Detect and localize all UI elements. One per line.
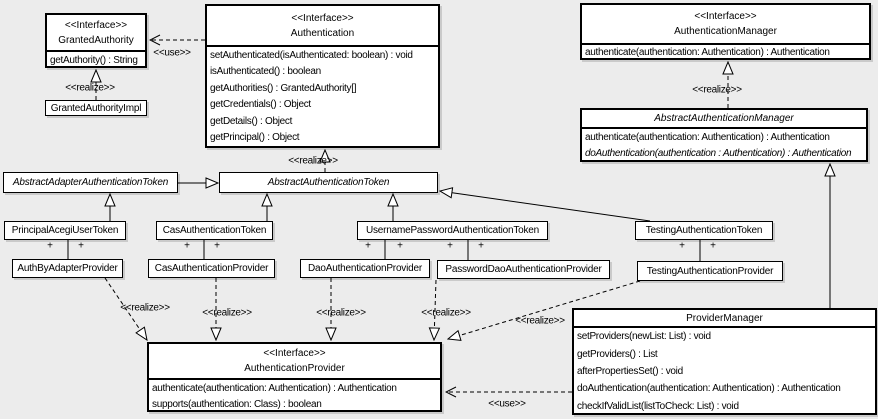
class-box-cas-authentication-provider[interactable]: CasAuthenticationProvider — [148, 259, 275, 278]
method-label: checkIfValidList(listToCheck: List) : vo… — [577, 400, 739, 412]
method-label: getDetails() : Object — [210, 115, 293, 127]
class-box-abstract-authentication-token[interactable]: AbstractAuthenticationToken — [219, 172, 438, 193]
stereotype-label: <<Interface>> — [694, 11, 757, 22]
association-end-label: + — [184, 240, 190, 252]
class-name: AuthenticationProvider — [244, 363, 345, 374]
class-name: GrantedAuthority — [58, 34, 134, 46]
method-label: authenticate(authentication: Authenticat… — [585, 131, 830, 143]
class-name: AbstractAuthenticationManager — [654, 113, 794, 124]
association-end-label: + — [679, 240, 685, 252]
stereotype-label: <<Interface>> — [64, 19, 128, 31]
method-label: doAuthentication(authentication : Authen… — [585, 148, 852, 160]
method-label: authenticate(authentication: Authenticat… — [585, 47, 830, 58]
association-end-label: + — [47, 240, 53, 252]
class-box-dao-authentication-provider[interactable]: DaoAuthenticationProvider — [300, 259, 430, 278]
class-box-password-dao-authentication-provider[interactable]: PasswordDaoAuthenticationProvider — [437, 260, 610, 279]
class-name: GrantedAuthorityImpl — [50, 102, 142, 114]
class-box-cas-authentication-token[interactable]: CasAuthenticationToken — [156, 221, 273, 240]
method-label: afterPropertiesSet() : void — [577, 365, 683, 377]
association-end-label: + — [78, 240, 84, 252]
class-box-abstract-adapter-authentication-token[interactable]: AbstractAdapterAuthenticationToken — [3, 172, 178, 193]
realize-authbyadapter-provider — [104, 277, 147, 340]
method-label: isAuthenticated() : boolean — [210, 66, 321, 78]
edge-label-realize: <<realize>> — [316, 307, 366, 319]
method-label: getAuthority() : String — [50, 54, 138, 66]
class-box-auth-by-adapter-provider[interactable]: AuthByAdapterProvider — [12, 259, 123, 278]
class-box-authentication[interactable]: <<Interface>> Authentication setAuthenti… — [205, 4, 440, 148]
realize-testing-provider — [448, 280, 641, 339]
edge-label-realize: <<realize>> — [288, 155, 338, 167]
class-box-granted-authority[interactable]: <<Interface>> GrantedAuthority getAuthor… — [45, 13, 147, 68]
class-name: CasAuthenticationProvider — [154, 263, 269, 274]
edge-label-realize: <<realize>> — [202, 307, 252, 319]
association-end-label: + — [710, 240, 716, 252]
association-end-label: + — [447, 240, 453, 252]
method-label: setProviders(newList: List) : void — [577, 331, 711, 343]
generalization-testing-token — [440, 191, 651, 222]
method-label: getProviders() : List — [577, 348, 658, 360]
method-label: getAuthorities() : GrantedAuthority[] — [210, 82, 357, 94]
method-label: authenticate(authentication: Authenticat… — [152, 382, 397, 394]
class-name: AuthenticationManager — [674, 26, 777, 37]
method-label: getPrincipal() : Object — [210, 132, 300, 144]
class-name: PasswordDaoAuthenticationProvider — [445, 264, 602, 275]
stereotype-label: <<Interface>> — [263, 348, 326, 359]
class-box-provider-manager[interactable]: ProviderManager setProviders(newList: Li… — [572, 308, 877, 415]
class-box-authentication-manager[interactable]: <<Interface>> AuthenticationManager auth… — [580, 3, 871, 60]
association-end-label: + — [397, 240, 403, 252]
realize-passworddao-provider — [434, 279, 436, 340]
class-box-testing-authentication-token[interactable]: TestingAuthenticationToken — [635, 221, 773, 240]
class-name: ProviderManager — [686, 312, 763, 324]
edge-label-realize: <<realize>> — [65, 82, 115, 94]
edge-label-realize: <<realize>> — [120, 302, 170, 314]
class-name: AuthByAdapterProvider — [17, 263, 118, 274]
class-name: PrincipalAcegiUserToken — [11, 225, 119, 236]
edge-label-realize: <<realize>> — [692, 84, 742, 96]
association-end-label: + — [214, 240, 220, 252]
class-box-testing-authentication-provider[interactable]: TestingAuthenticationProvider — [637, 261, 783, 281]
association-end-label: + — [365, 240, 371, 252]
class-name: DaoAuthenticationProvider — [308, 263, 422, 274]
method-label: supports(authentication: Class) : boolea… — [152, 398, 322, 410]
class-name: TestingAuthenticationProvider — [646, 265, 774, 277]
class-name: TestingAuthenticationToken — [645, 225, 763, 236]
method-label: getCredentials() : Object — [210, 99, 311, 111]
stereotype-label: <<Interface>> — [291, 12, 354, 24]
method-label: doAuthentication(authentication: Authent… — [577, 383, 841, 395]
class-box-username-password-authentication-token[interactable]: UsernamePasswordAuthenticationToken — [357, 221, 548, 240]
class-box-abstract-authentication-manager[interactable]: AbstractAuthenticationManager authentica… — [580, 108, 868, 162]
association-end-label: + — [478, 240, 484, 252]
edge-label-realize: <<realize>> — [515, 315, 565, 327]
class-name: UsernamePasswordAuthenticationToken — [365, 225, 540, 236]
class-name: Authentication — [290, 27, 355, 39]
edge-label-use: <<use>> — [488, 398, 526, 410]
class-name: AbstractAdapterAuthenticationToken — [12, 177, 169, 188]
class-box-granted-authority-impl[interactable]: GrantedAuthorityImpl — [45, 100, 147, 116]
class-box-authentication-provider[interactable]: <<Interface>> AuthenticationProvider aut… — [147, 342, 442, 412]
edge-label-use: <<use>> — [153, 47, 191, 59]
class-box-principal-acegi-user-token[interactable]: PrincipalAcegiUserToken — [4, 221, 126, 240]
edge-label-realize: <<realize>> — [421, 307, 471, 319]
method-label: setAuthenticated(isAuthenticated: boolea… — [210, 49, 413, 61]
class-name: CasAuthenticationToken — [162, 225, 267, 236]
class-name: AbstractAuthenticationToken — [267, 177, 390, 188]
